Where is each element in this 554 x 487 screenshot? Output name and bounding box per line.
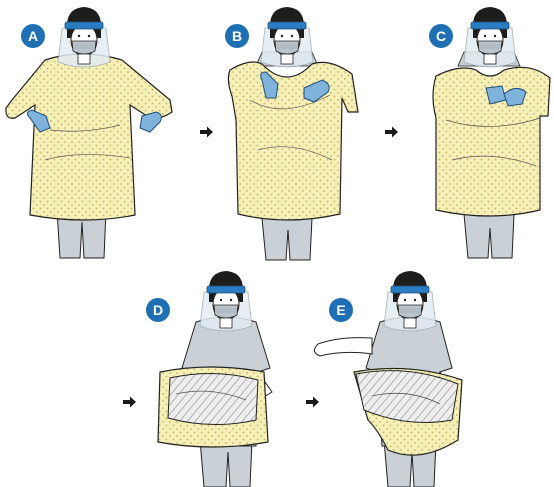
arrow-right-icon (306, 397, 319, 408)
step-b-figure (228, 7, 358, 260)
step-d-figure (158, 271, 272, 487)
arrow-right-icon (385, 127, 398, 138)
step-badge-d: D (146, 298, 170, 322)
step-badge-e: E (329, 298, 353, 322)
step-badge-label: E (336, 302, 345, 318)
step-badge-label: B (232, 28, 242, 44)
step-badge-label: D (153, 302, 163, 318)
step-badge-c: C (429, 24, 453, 48)
arrow-right-icon (123, 397, 136, 408)
step-badge-b: B (225, 24, 249, 48)
step-c-figure (433, 7, 550, 258)
step-badge-label: A (28, 28, 38, 44)
step-badge-label: C (436, 28, 446, 44)
arrow-right-icon (200, 127, 213, 138)
step-badge-a: A (21, 24, 45, 48)
